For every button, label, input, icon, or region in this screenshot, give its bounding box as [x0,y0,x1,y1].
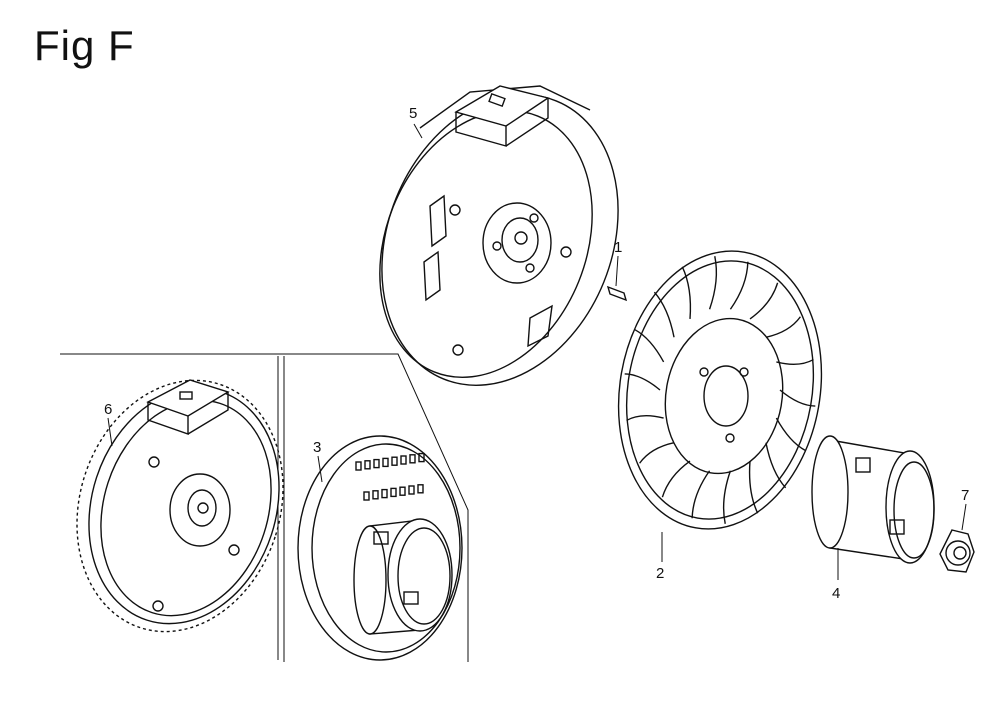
fan-blade [691,470,711,519]
vent-slot [408,485,415,495]
fan-blade [775,417,806,452]
fan-blade [722,470,732,524]
fan-blade [749,282,779,320]
part-7-nut [939,503,975,573]
vent-slot [400,455,407,465]
part-2-cooling-fan [617,250,823,562]
fan-blade [748,460,759,514]
vent-slot [409,454,416,464]
fan-blade [681,266,692,320]
vent-slot [399,486,406,496]
part-1-key [606,255,628,302]
vent-slots [355,452,425,501]
fan-blade [779,389,816,407]
vent-slot [390,487,397,498]
part-5-flywheel [379,85,619,386]
callout-labels: 1 2 3 4 5 6 7 [104,105,969,602]
vent-slot [417,484,424,494]
label-part-5: 5 [409,105,417,122]
fan-blade [708,256,718,310]
label-part-4: 4 [832,585,840,602]
fan-blade [653,291,675,338]
vent-slot [372,490,379,500]
fan-blade [729,261,749,310]
part-6-flywheel-ring-gear [76,379,284,633]
vent-slot [373,458,380,469]
fan-blade [765,442,787,489]
fan-blade [765,316,801,338]
label-part-1: 1 [614,239,622,256]
fan-blade [661,460,691,498]
label-part-7: 7 [961,487,969,504]
label-part-3: 3 [313,439,321,456]
fan-blade [776,358,814,366]
vent-slot [418,452,425,463]
part-4-starter-pulley [811,435,935,580]
part-3-flywheel-alt [297,435,463,661]
vent-slot [355,461,362,471]
vent-slot [381,488,388,499]
figure-title: Fig F [34,22,135,69]
vent-slot [363,491,370,501]
label-part-6: 6 [104,401,112,418]
fan-blade [624,373,661,391]
label-part-2: 2 [656,565,664,582]
fan-blade [639,442,675,464]
vent-slot [391,456,398,466]
vent-slot [364,460,371,470]
vent-slot [382,457,389,468]
fan-blade [634,328,665,363]
fan-blades [624,256,816,524]
fan-blade [626,414,664,422]
